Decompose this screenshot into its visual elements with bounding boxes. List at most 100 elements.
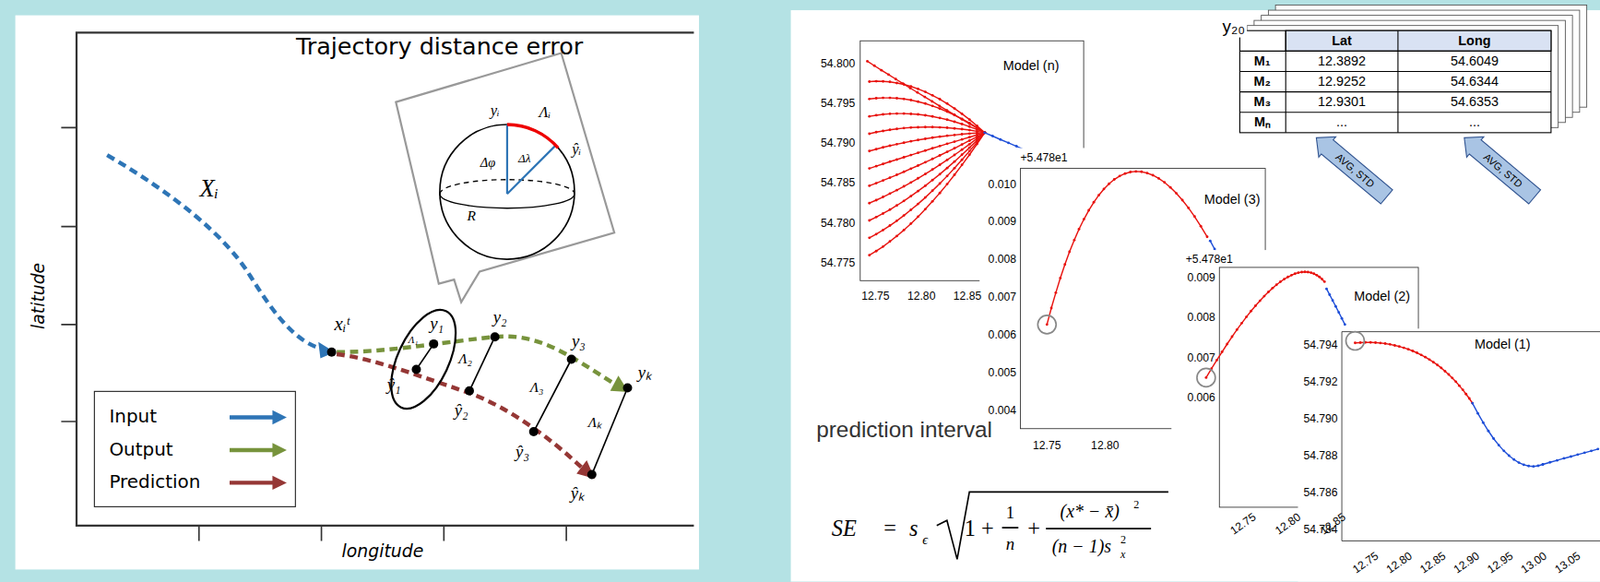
legend-text: Input: [108, 405, 157, 427]
marker: [998, 138, 1002, 142]
marker: [916, 164, 920, 167]
marker: [931, 189, 935, 192]
tick-label: 54.780: [820, 216, 855, 229]
table-header: Long: [1457, 33, 1491, 48]
marker: [1058, 276, 1062, 280]
tick-label: 54.788: [1303, 449, 1338, 462]
marker: [1293, 272, 1297, 275]
marker: [1353, 341, 1357, 344]
marker: [1384, 342, 1387, 345]
tick-label: 0.006: [988, 328, 1017, 341]
marker: [975, 142, 979, 146]
point-label: ŷₖ: [570, 484, 585, 504]
marker: [968, 122, 972, 126]
marker: [1331, 298, 1335, 302]
marker: [1258, 299, 1262, 303]
marker: [1443, 369, 1446, 373]
marker: [1507, 454, 1511, 458]
marker: [873, 64, 877, 68]
marker: [1374, 341, 1377, 344]
marker: [968, 146, 972, 150]
marker: [875, 147, 878, 151]
marker: [1334, 305, 1338, 309]
marker: [938, 135, 942, 139]
marker: [1388, 343, 1392, 346]
legend-sample: [227, 441, 289, 459]
marker: [924, 207, 927, 211]
marker: [888, 191, 892, 195]
marker: [1249, 309, 1253, 313]
marker: [1193, 214, 1197, 218]
marker: [867, 201, 871, 205]
marker: [1139, 170, 1143, 174]
sphere: [439, 124, 575, 260]
marker: [1097, 193, 1101, 197]
marker: [1527, 464, 1530, 468]
marker: [901, 82, 905, 85]
marker: [931, 136, 935, 140]
formula: 1: [1006, 503, 1015, 523]
marker: [1007, 141, 1010, 144]
marker: [888, 96, 892, 100]
distance-label: Λ₃: [530, 379, 545, 396]
marker: [1461, 388, 1465, 392]
marker: [983, 130, 986, 134]
marker: [895, 82, 899, 85]
marker: [1454, 379, 1458, 383]
curve: [1472, 402, 1543, 467]
point-label: ŷ₂: [454, 402, 469, 422]
table-cell: ...: [1469, 115, 1481, 131]
marker: [968, 129, 972, 132]
tick-label: 12.80: [1090, 438, 1119, 451]
points: [327, 331, 633, 479]
marker: [867, 184, 871, 188]
marker: [946, 182, 949, 186]
tick-label: 0.007: [1186, 351, 1215, 364]
marker: [938, 191, 942, 195]
tick-label: 54.800: [820, 57, 855, 70]
marker: [953, 173, 957, 177]
marker: [931, 94, 935, 97]
marker: [895, 142, 899, 146]
marker: [938, 144, 942, 148]
marker: [1555, 459, 1559, 463]
marker: [867, 149, 871, 153]
tick-label: 54.784: [1303, 521, 1338, 534]
marker: [902, 141, 906, 144]
marker: [946, 142, 949, 145]
distance-label: Λ₂: [458, 351, 473, 368]
table-cell: ...: [1336, 115, 1348, 131]
marker: [960, 122, 964, 126]
marker: [953, 106, 957, 110]
marker: [865, 59, 869, 63]
marker: [946, 102, 949, 106]
formula: 1 +: [964, 516, 995, 542]
marker: [1169, 186, 1173, 190]
marker: [983, 130, 986, 134]
marker: [1415, 351, 1419, 355]
marker: [931, 115, 935, 119]
marker: [1407, 347, 1411, 351]
radius: [507, 124, 557, 194]
marker: [946, 174, 949, 178]
marker: [895, 112, 899, 116]
point-label: y₂: [493, 308, 508, 329]
marker: [931, 157, 935, 161]
table-cell: 54.6344: [1450, 74, 1499, 90]
marker: [1576, 452, 1579, 456]
marker: [968, 149, 972, 153]
marker: [924, 125, 927, 129]
marker: [1206, 235, 1209, 238]
marker: [924, 102, 927, 106]
curve: [869, 127, 985, 134]
marker: [1487, 429, 1491, 433]
marker: [1267, 290, 1270, 294]
marker: [946, 118, 949, 121]
tick-label: 0.009: [1186, 271, 1215, 284]
plot-panel: Model (1): [1341, 331, 1598, 542]
formula: (x* − x̄): [1060, 502, 1120, 523]
marker: [888, 239, 892, 243]
legend-arrowhead: [272, 410, 286, 425]
marker: [1225, 343, 1229, 346]
marker: [902, 185, 906, 189]
